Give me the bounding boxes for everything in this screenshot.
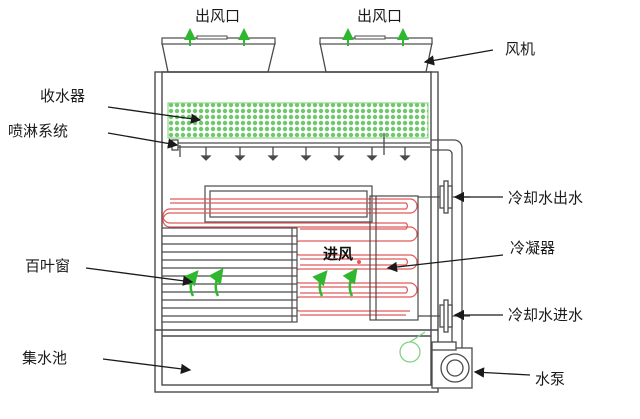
inlet-marker-dot [357,260,361,264]
condenser-frame [369,195,419,321]
water-pump [431,341,473,389]
label-arrows [85,49,531,378]
cooling-water-out-label: 冷却水出水 [508,189,583,207]
air-inlet-label: 进风 [323,245,353,263]
louver-label: 百叶窗 [25,257,70,275]
pump-label: 水泵 [535,370,565,388]
water-collector-label: 收水器 [40,87,85,105]
cooling-water-in-label: 冷却水进水 [508,306,583,324]
fan-housing-left [161,35,276,73]
louvers [161,227,298,323]
outlet-label-right: 出风口 [357,7,402,25]
inlet-header [204,185,373,223]
float-valve [399,331,426,363]
water-collector [167,102,429,139]
outlet-air-arrows [184,28,409,46]
outlet-label-left: 出风口 [195,7,240,25]
fan-housing-right [319,35,433,73]
sump-label: 集水池 [22,349,67,367]
spray-system-label: 喷淋系统 [8,122,68,140]
fan-label: 风机 [505,40,535,58]
condenser-label: 冷凝器 [510,239,555,257]
spray-system [170,133,430,161]
external-piping [418,139,470,348]
